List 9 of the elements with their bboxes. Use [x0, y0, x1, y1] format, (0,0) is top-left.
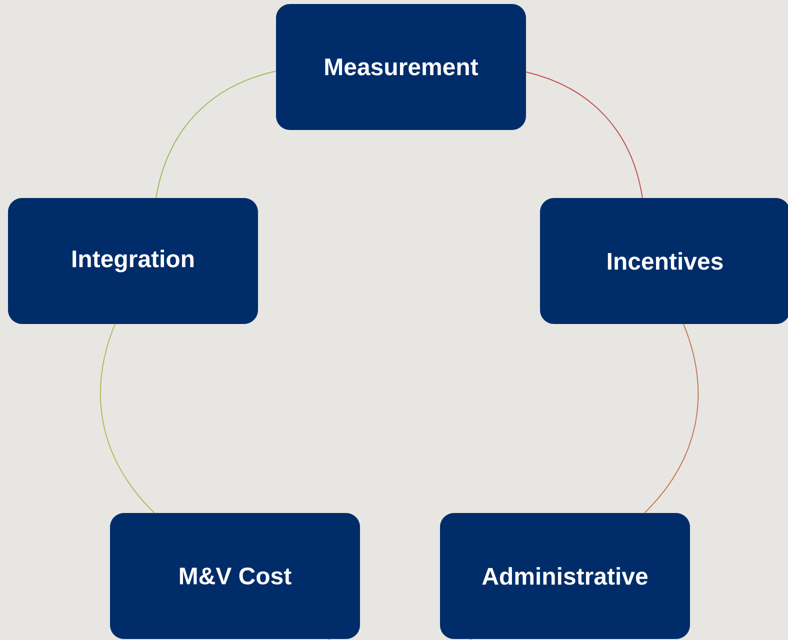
- connector-arc: [100, 324, 155, 514]
- connector-arc: [156, 70, 276, 198]
- process-box: Integration: [8, 198, 258, 324]
- process-box: Incentives: [540, 198, 788, 324]
- connector-arc: [644, 324, 699, 514]
- process-box: M&V Cost: [110, 513, 360, 639]
- process-box: Administrative: [440, 513, 690, 639]
- connector-arc: [526, 72, 643, 198]
- process-box: Measurement: [276, 4, 526, 130]
